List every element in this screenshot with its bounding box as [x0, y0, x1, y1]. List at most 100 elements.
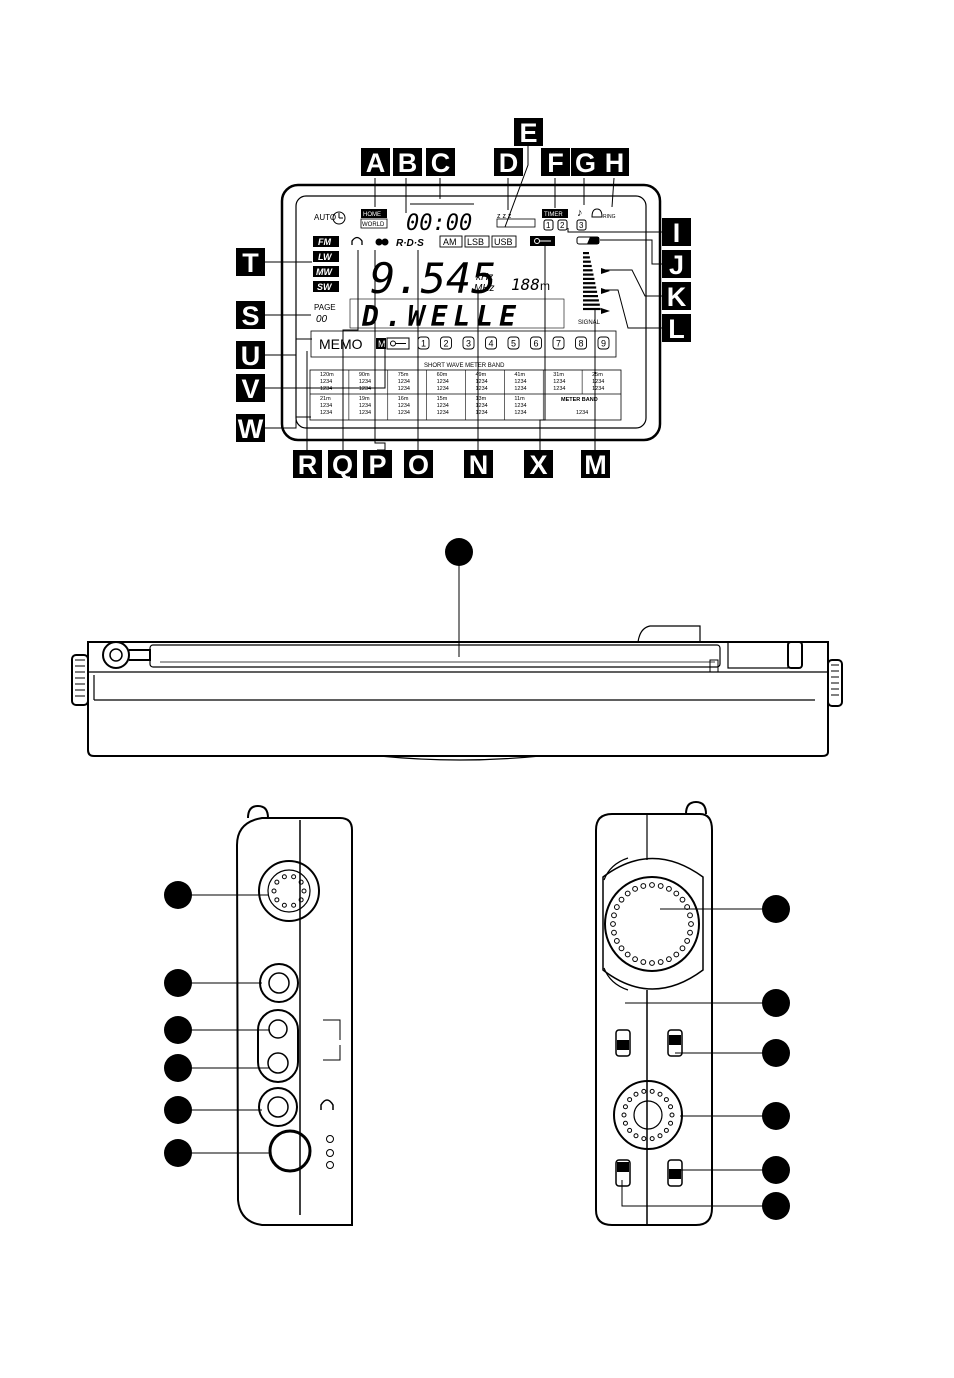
- preset-number: 1: [421, 339, 426, 349]
- lcd-display: AUTO HOME WORLD 00:00 z z z TIMER 1 2 3 …: [280, 183, 662, 442]
- dial-grip-dot: [281, 874, 287, 880]
- band-cell: 1234: [437, 386, 449, 392]
- dial-grip-dot: [621, 1112, 627, 1118]
- callout-a-box: [361, 148, 390, 176]
- callout-o-box: [404, 450, 433, 478]
- band-cell: 1234: [359, 403, 371, 409]
- band-cell: 1234: [476, 379, 488, 385]
- battery-icon: [576, 236, 600, 245]
- dial-grip-dot: [679, 945, 686, 952]
- key-lock-icon: [530, 236, 555, 246]
- dial-grip-dot: [649, 1136, 655, 1142]
- preset-number: 4: [488, 339, 493, 349]
- callout-h-box: [600, 148, 629, 176]
- rds-label: R·D·S: [396, 238, 424, 249]
- callout-w-box: [236, 414, 265, 442]
- callout-e-box: [514, 118, 543, 146]
- dial-grip-dot: [641, 1088, 647, 1094]
- auto-label: AUTO: [314, 213, 336, 222]
- dial-grip-dot: [666, 956, 672, 963]
- memo-m: M: [378, 339, 386, 349]
- svg-text:1234: 1234: [576, 410, 588, 416]
- band-cell: 1234: [398, 386, 410, 392]
- dial-grip-dot: [640, 883, 647, 889]
- dial-grip-dot: [624, 890, 631, 897]
- ring-label: RING: [603, 214, 616, 220]
- dial-grip-dot: [274, 897, 280, 903]
- callout-u: U: [241, 341, 261, 371]
- signal-bar: [583, 256, 590, 259]
- callout-a: A: [366, 148, 386, 178]
- dial-grip-dot: [298, 897, 304, 903]
- svg-text:AM: AM: [443, 237, 457, 247]
- callout-p: P: [368, 450, 386, 480]
- dial-grip-dot: [673, 890, 680, 897]
- callout-o: O: [408, 450, 429, 480]
- dial-grip-dot: [291, 874, 297, 880]
- svg-text:FM: FM: [318, 237, 331, 247]
- band-cell: 1234: [320, 386, 332, 392]
- memo-label: MEMO: [319, 336, 363, 352]
- dial-grip-dot: [687, 912, 693, 919]
- band-cell: 1234: [320, 379, 332, 385]
- signal-bar: [583, 307, 601, 311]
- band-cell: 1234: [398, 379, 410, 385]
- band-header: 49m: [476, 372, 487, 378]
- dial-grip-dot: [657, 883, 664, 889]
- signal-bar: [583, 286, 597, 289]
- mhz-label: MHz: [474, 283, 495, 294]
- dial-grip-dot: [613, 938, 620, 944]
- signal-label: SIGNAL: [578, 320, 601, 326]
- callout-c: C: [431, 148, 451, 178]
- signal-bar: [583, 295, 598, 298]
- radio-left-side-view: [235, 804, 353, 1226]
- svg-text:SHORT WAVE METER BAND: SHORT WAVE METER BAND: [424, 363, 505, 369]
- band-header: 90m: [359, 372, 370, 378]
- callout-t: T: [242, 248, 259, 278]
- sleep-icon: z z z: [497, 213, 512, 220]
- band-cell: 1234: [437, 410, 449, 416]
- signal-arrow: [601, 308, 610, 314]
- band-header: 120m: [320, 372, 334, 378]
- band-indicators: FM LW MW SW: [313, 236, 339, 292]
- dial-grip-dot: [684, 938, 691, 944]
- timer-label: TIMER: [544, 212, 563, 218]
- band-header: 75m: [398, 372, 409, 378]
- signal-bar: [583, 260, 591, 263]
- band-cell: 1234: [398, 410, 410, 416]
- dial-grip-dot: [668, 1120, 674, 1126]
- callout-c-box: [426, 148, 455, 176]
- preset-box: [507, 336, 520, 350]
- callout-u-box: [236, 341, 265, 369]
- band-header: 13m: [476, 396, 487, 402]
- band-cell: 1234: [592, 386, 604, 392]
- dial-grip-dot: [613, 904, 620, 910]
- callout-x-box: [524, 450, 553, 478]
- preset-number: 7: [556, 339, 561, 349]
- preset-box: [575, 336, 587, 350]
- dial-grip-dot: [274, 879, 280, 885]
- frequency-digits: 9.545: [370, 254, 496, 303]
- preset-number: 5: [511, 339, 516, 349]
- dial-grip-dot: [687, 929, 693, 936]
- side-callout-lines: [190, 894, 763, 1207]
- band-cell: 1234: [359, 386, 371, 392]
- dial-grip-dot: [649, 960, 655, 966]
- svg-text:SW: SW: [317, 282, 333, 292]
- band-cell: 1234: [398, 403, 410, 409]
- band-cell: 1234: [437, 403, 449, 409]
- preset-box: [530, 336, 542, 350]
- band-cell: 1234: [476, 403, 488, 409]
- callout-q-box: [328, 450, 357, 478]
- page-label: PAGE: [314, 303, 336, 312]
- callout-i-box: [662, 218, 691, 246]
- radio-right-side-view: [595, 800, 713, 1226]
- dial-grip-dot: [298, 879, 304, 885]
- dial-grip-dot: [663, 1127, 669, 1133]
- preset-number: 6: [533, 339, 538, 349]
- band-cell: 1234: [476, 410, 488, 416]
- dial-grip-dot: [649, 1088, 655, 1094]
- callout-j-box: [662, 250, 691, 278]
- callout-m-box: [581, 450, 610, 478]
- svg-text:USB: USB: [494, 237, 513, 247]
